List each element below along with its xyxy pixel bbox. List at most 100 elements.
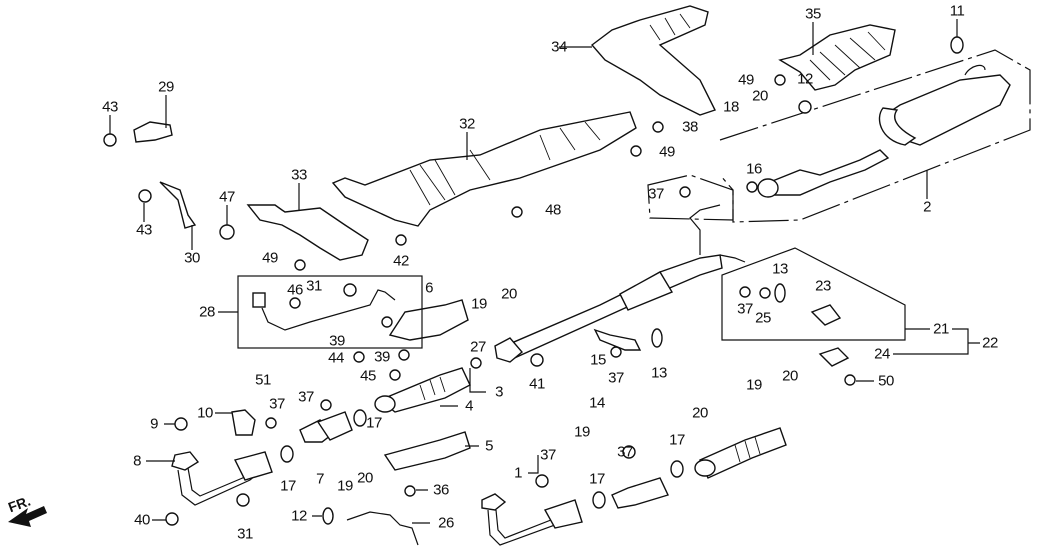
part-callout-16[interactable]: 16 <box>746 160 762 178</box>
part-callout-20[interactable]: 20 <box>357 469 373 487</box>
part-callout-47[interactable]: 47 <box>219 188 235 206</box>
bracket-10[interactable] <box>231 409 256 436</box>
part-callout-37[interactable]: 37 <box>540 446 556 464</box>
part-callout-19[interactable]: 19 <box>746 376 762 394</box>
hanger-24[interactable] <box>818 347 850 367</box>
part-callout-1[interactable]: 1 <box>514 464 522 482</box>
front-direction-arrow-icon <box>8 506 47 527</box>
part-callout-36[interactable]: 36 <box>433 481 449 499</box>
bracket-30[interactable] <box>159 181 197 229</box>
muffler[interactable] <box>757 64 1011 198</box>
part-callout-34[interactable]: 34 <box>551 38 567 56</box>
part-callout-43[interactable]: 43 <box>136 221 152 239</box>
part-callout-30[interactable]: 30 <box>184 249 200 267</box>
part-callout-12[interactable]: 12 <box>291 507 307 525</box>
part-callout-20[interactable]: 20 <box>501 285 517 303</box>
part-callout-12[interactable]: 12 <box>797 70 813 88</box>
front-pipe-1[interactable] <box>481 493 583 546</box>
part-callout-13[interactable]: 13 <box>651 364 667 382</box>
part-callout-17[interactable]: 17 <box>366 414 382 432</box>
pipe-mid-bottom[interactable] <box>611 477 669 509</box>
part-callout-37[interactable]: 37 <box>617 443 633 461</box>
part-callout-2[interactable]: 2 <box>923 198 931 216</box>
part-callout-40[interactable]: 40 <box>134 511 150 529</box>
cat-shield-6[interactable] <box>388 299 469 341</box>
part-callout-23[interactable]: 23 <box>815 277 831 295</box>
part-callout-31[interactable]: 31 <box>237 525 253 543</box>
heat-shield-32[interactable] <box>331 111 637 227</box>
part-callout-31[interactable]: 31 <box>306 277 322 295</box>
part-callout-19[interactable]: 19 <box>574 423 590 441</box>
part-callout-7[interactable]: 7 <box>316 470 324 488</box>
part-callout-25[interactable]: 25 <box>755 309 771 327</box>
part-callout-45[interactable]: 45 <box>360 367 376 385</box>
part-callout-20[interactable]: 20 <box>782 367 798 385</box>
flex-pipe-right[interactable] <box>694 427 787 479</box>
part-callout-19[interactable]: 19 <box>337 477 353 495</box>
hanger-bracket-23[interactable] <box>810 304 842 326</box>
rubber-mount-13b[interactable] <box>774 283 786 303</box>
part-callout-28[interactable]: 28 <box>199 303 215 321</box>
part-callout-17[interactable]: 17 <box>280 477 296 495</box>
part-callout-42[interactable]: 42 <box>393 252 409 270</box>
part-callout-43[interactable]: 43 <box>102 98 118 116</box>
part-callout-50[interactable]: 50 <box>878 372 894 390</box>
part-callout-41[interactable]: 41 <box>529 375 545 393</box>
pipe-7[interactable] <box>299 411 353 443</box>
part-callout-14[interactable]: 14 <box>589 394 605 412</box>
front-pipe-8[interactable] <box>171 451 273 506</box>
part-callout-51[interactable]: 51 <box>255 371 271 389</box>
part-callout-37[interactable]: 37 <box>648 185 664 203</box>
part-callout-35[interactable]: 35 <box>805 5 821 23</box>
oxygen-sensor-connector[interactable] <box>252 292 266 308</box>
part-callout-9[interactable]: 9 <box>150 415 158 433</box>
part-callout-24[interactable]: 24 <box>874 345 890 363</box>
heat-shield-35[interactable] <box>778 24 896 91</box>
part-callout-18[interactable]: 18 <box>723 98 739 116</box>
bracket-15[interactable] <box>593 328 642 351</box>
bracket-26[interactable] <box>346 511 419 546</box>
part-callout-4[interactable]: 4 <box>465 397 473 415</box>
part-callout-39[interactable]: 39 <box>329 332 345 350</box>
part-callout-33[interactable]: 33 <box>291 166 307 184</box>
part-callout-46[interactable]: 46 <box>287 281 303 299</box>
part-callout-3[interactable]: 3 <box>495 383 503 401</box>
part-callout-37[interactable]: 37 <box>608 369 624 387</box>
part-callout-49[interactable]: 49 <box>262 249 278 267</box>
bracket-29[interactable] <box>133 121 173 143</box>
fasteners <box>103 36 964 526</box>
part-callout-15[interactable]: 15 <box>590 351 606 369</box>
part-callout-39[interactable]: 39 <box>374 348 390 366</box>
part-callout-10[interactable]: 10 <box>197 404 213 422</box>
part-callout-13[interactable]: 13 <box>772 260 788 278</box>
part-callout-21[interactable]: 21 <box>933 320 949 338</box>
part-callout-49[interactable]: 49 <box>738 71 754 89</box>
part-callout-27[interactable]: 27 <box>470 338 486 356</box>
part-callout-37[interactable]: 37 <box>737 300 753 318</box>
part-callout-22[interactable]: 22 <box>982 334 998 352</box>
part-callout-38[interactable]: 38 <box>682 118 698 136</box>
part-callout-5[interactable]: 5 <box>485 437 493 455</box>
part-callout-17[interactable]: 17 <box>669 431 685 449</box>
part-callout-32[interactable]: 32 <box>459 115 475 133</box>
rubber-mount-13a[interactable] <box>651 328 663 348</box>
part-callout-26[interactable]: 26 <box>438 514 454 532</box>
part-callout-37[interactable]: 37 <box>298 388 314 406</box>
center-pipe-resonator[interactable] <box>494 204 746 363</box>
part-callout-17[interactable]: 17 <box>589 470 605 488</box>
part-callout-19[interactable]: 19 <box>471 295 487 313</box>
part-callout-8[interactable]: 8 <box>133 452 141 470</box>
heat-shield-34[interactable] <box>590 5 716 116</box>
part-callout-11[interactable]: 11 <box>949 2 965 20</box>
part-callout-20[interactable]: 20 <box>752 87 768 105</box>
group-outline-37f <box>647 174 734 221</box>
part-callout-20[interactable]: 20 <box>692 404 708 422</box>
part-callout-37[interactable]: 37 <box>269 395 285 413</box>
part-callout-29[interactable]: 29 <box>158 78 174 96</box>
part-callout-44[interactable]: 44 <box>328 349 344 367</box>
part-callout-48[interactable]: 48 <box>545 201 561 219</box>
part-callout-49[interactable]: 49 <box>659 143 675 161</box>
part-callout-6[interactable]: 6 <box>425 279 433 297</box>
heat-shield-33[interactable] <box>246 204 369 261</box>
converter-5[interactable] <box>383 431 471 471</box>
